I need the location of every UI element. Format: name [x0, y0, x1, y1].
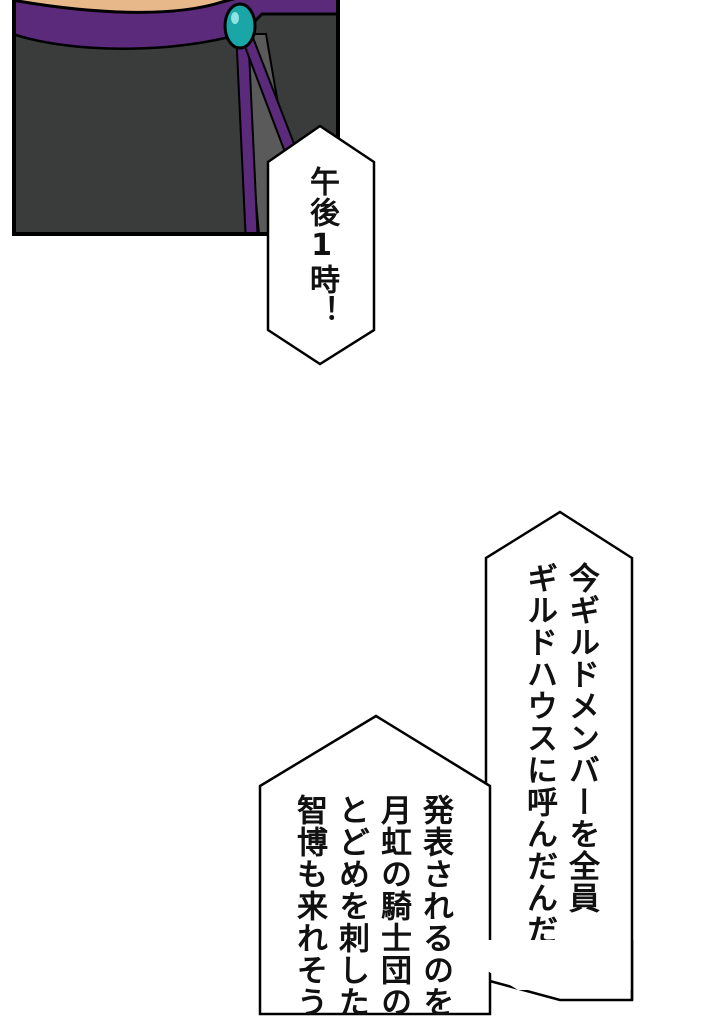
bubble-announce-line-1: 発表されるのを [417, 794, 453, 1018]
bubble-announce-line-2: 月虹の騎士団の [375, 794, 411, 1018]
bubble-announce-line-3: とどめを刺した [333, 794, 369, 1018]
panel-artwork [16, 0, 336, 232]
speech-bubble-guild: 今ギルドメンバーを全員 ギルドハウスに呼んだんだ [484, 510, 636, 1010]
bubble-guild-line-1: 今ギルドメンバーを全員 [563, 562, 599, 914]
bubble-guild-line-2: ギルドハウスに呼んだんだ [521, 562, 557, 946]
teal-gem-icon [223, 2, 257, 50]
comic-panel [12, 0, 340, 236]
speech-bubble-time: 午後1時！ [266, 124, 378, 368]
speech-bubble-guild-overlap [484, 940, 636, 1000]
speech-bubble-announce: 発表されるのを 月虹の騎士団の とどめを刺した 智博も来れそう [258, 714, 494, 1018]
bubble-time-text: 午後1時！ [304, 166, 339, 326]
bubble-announce-line-4: 智博も来れそう [291, 794, 327, 1018]
